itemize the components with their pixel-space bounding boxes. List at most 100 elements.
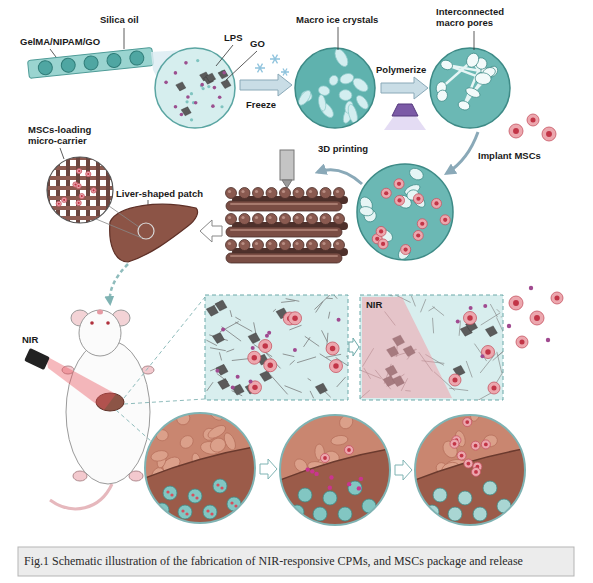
printed-lattice xyxy=(241,242,244,245)
droplet xyxy=(222,71,226,75)
hydrogel-panel xyxy=(491,385,496,390)
micro-carrier-zoom xyxy=(45,226,115,230)
structure-label: Liver-shaped patch xyxy=(116,188,203,199)
printed-lattice xyxy=(241,190,244,193)
hydrogel-panel xyxy=(249,379,253,383)
hydrogel-panel xyxy=(480,354,484,358)
hydrogel-panel xyxy=(488,382,500,394)
snowflake xyxy=(270,55,280,64)
hydrogel-panel xyxy=(490,304,497,317)
hydrogel-panel xyxy=(333,295,337,299)
tissue-view xyxy=(195,496,198,499)
hydrogel-panel xyxy=(464,312,477,325)
leader-line xyxy=(50,27,474,324)
hydrogel-panel xyxy=(270,375,287,395)
porous-sphere xyxy=(475,72,492,85)
hydrogel-panel xyxy=(259,340,272,353)
hydrogel-panel xyxy=(285,386,302,393)
stimulus-label: NIR xyxy=(22,334,38,345)
leader-line xyxy=(338,27,339,50)
printed-lattice xyxy=(239,214,250,225)
tissue-view xyxy=(321,454,330,463)
printed-lattice xyxy=(334,240,345,251)
micro-carrier-zoom xyxy=(78,170,80,172)
tissue-view xyxy=(234,504,237,507)
hydrogel-panel xyxy=(310,391,314,398)
cell-loaded-sphere xyxy=(375,237,379,241)
tissue-view xyxy=(178,505,192,519)
ice-crystal-sphere xyxy=(339,72,356,86)
hydrogel-panel xyxy=(210,348,226,351)
tissue-view xyxy=(410,448,530,530)
micro-carrier-zoom xyxy=(76,183,81,188)
hydrogel-panel xyxy=(219,352,221,360)
droplet xyxy=(155,48,235,128)
cell-loaded-sphere xyxy=(416,233,420,237)
cell-loaded-sphere xyxy=(420,222,424,226)
micro-carrier-zoom xyxy=(106,155,110,225)
nir-laser xyxy=(24,348,50,370)
tissue-view xyxy=(140,406,260,528)
printed-lattice xyxy=(334,188,345,199)
tissue-view xyxy=(290,505,304,519)
droplet xyxy=(186,95,190,99)
printed-lattice xyxy=(307,188,318,199)
cell-loaded-sphere xyxy=(440,215,450,225)
mouse xyxy=(79,310,121,356)
hydrogel-panel xyxy=(305,336,319,346)
tissue-view xyxy=(464,459,473,468)
porous-sphere xyxy=(457,99,471,111)
ice-crystal-sphere xyxy=(317,94,326,111)
tissue-view xyxy=(185,512,188,515)
ice-crystal-sphere xyxy=(351,76,371,95)
printed-lattice xyxy=(255,242,258,245)
tissue-view xyxy=(483,481,497,495)
hydrogel-panel xyxy=(328,312,329,319)
microfluidic-tube xyxy=(61,58,76,73)
tissue-view xyxy=(280,415,390,525)
implant-path-arrow xyxy=(110,264,128,303)
hydrogel-panel xyxy=(449,374,461,386)
cell-loaded-sphere xyxy=(413,194,423,204)
printed-lattice xyxy=(226,201,342,211)
cell-loaded-sphere xyxy=(384,191,388,195)
printed-lattice xyxy=(293,240,304,251)
droplet xyxy=(176,82,186,91)
micro-carrier-zoom xyxy=(79,193,84,198)
printed-lattice xyxy=(241,216,244,219)
microfluidic-tube xyxy=(83,55,98,70)
micro-carrier-zoom xyxy=(76,200,81,205)
step-label: Polymerize xyxy=(376,64,426,75)
droplet xyxy=(213,86,217,90)
micro-carrier-zoom xyxy=(81,195,83,197)
micro-carrier-zoom xyxy=(86,155,90,225)
hydrogel-panel xyxy=(248,351,261,364)
hydrogel-panel xyxy=(222,327,242,341)
released-cell xyxy=(554,295,559,300)
tissue-view xyxy=(474,444,478,448)
component-label: LPS xyxy=(224,32,242,43)
cell-loaded-sphere xyxy=(431,198,441,208)
tissue-view xyxy=(216,483,219,486)
released-cell xyxy=(546,338,550,342)
stage-arrow xyxy=(260,459,277,479)
printed-lattice xyxy=(322,190,325,193)
micro-carrier-zoom xyxy=(45,206,115,210)
ice-crystal-sphere xyxy=(339,89,353,101)
step-label: Implant MSCs xyxy=(478,150,541,161)
tissue-view xyxy=(362,499,376,513)
released-cell xyxy=(509,296,523,310)
hydrogel-panel xyxy=(206,295,348,398)
hydrogel-panel xyxy=(501,316,502,317)
hydrogel-panel xyxy=(485,326,497,337)
printed-lattice xyxy=(239,188,250,199)
hydrogel-panel xyxy=(252,385,257,390)
hydrogel-panel xyxy=(283,354,295,357)
released-cell xyxy=(551,292,563,304)
cell-loaded-sphere xyxy=(357,164,453,262)
cell-loaded-sphere xyxy=(413,230,423,240)
droplet xyxy=(174,71,178,75)
tissue-view xyxy=(460,454,464,458)
droplet xyxy=(174,105,178,109)
printed-lattice xyxy=(266,188,277,199)
